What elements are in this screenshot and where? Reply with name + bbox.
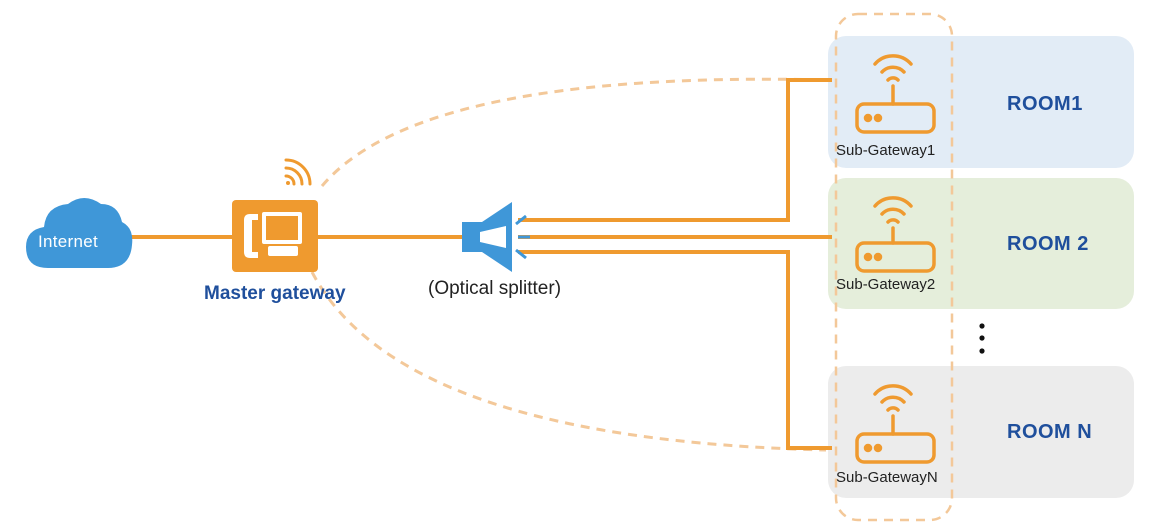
wifi-link-bottom-arc (310, 271, 827, 452)
room-n-label: ROOM N (1007, 421, 1093, 443)
vertical-ellipsis-icon (979, 323, 985, 354)
wifi-icon (284, 158, 312, 186)
internet-label: Internet (38, 232, 99, 251)
room-n-box (828, 366, 1134, 498)
optical-splitter-label: (Optical splitter) (428, 278, 562, 299)
sub-gateway-group-outline (834, 12, 954, 522)
optical-splitter-icon (462, 202, 530, 272)
cloud-icon (26, 198, 133, 268)
sub-gateway-1-label: Sub-Gateway1 (836, 142, 936, 159)
room-1-box (828, 36, 1134, 168)
splitter-to-room1-line (518, 78, 832, 222)
router-icon (855, 384, 936, 464)
wifi-link-top-arc (320, 77, 829, 187)
sub-gateway-n-label: Sub-GatewayN (836, 469, 938, 486)
room-2-label: ROOM 2 (1007, 233, 1089, 255)
room-1-label: ROOM1 (1007, 93, 1083, 115)
master-gateway-label: Master gateway (204, 283, 346, 304)
splitter-to-roomn-line (518, 250, 832, 450)
router-icon (855, 54, 936, 134)
gateway-icon (232, 200, 318, 272)
sub-gateway-2-label: Sub-Gateway2 (836, 276, 936, 293)
router-icon (855, 196, 936, 273)
